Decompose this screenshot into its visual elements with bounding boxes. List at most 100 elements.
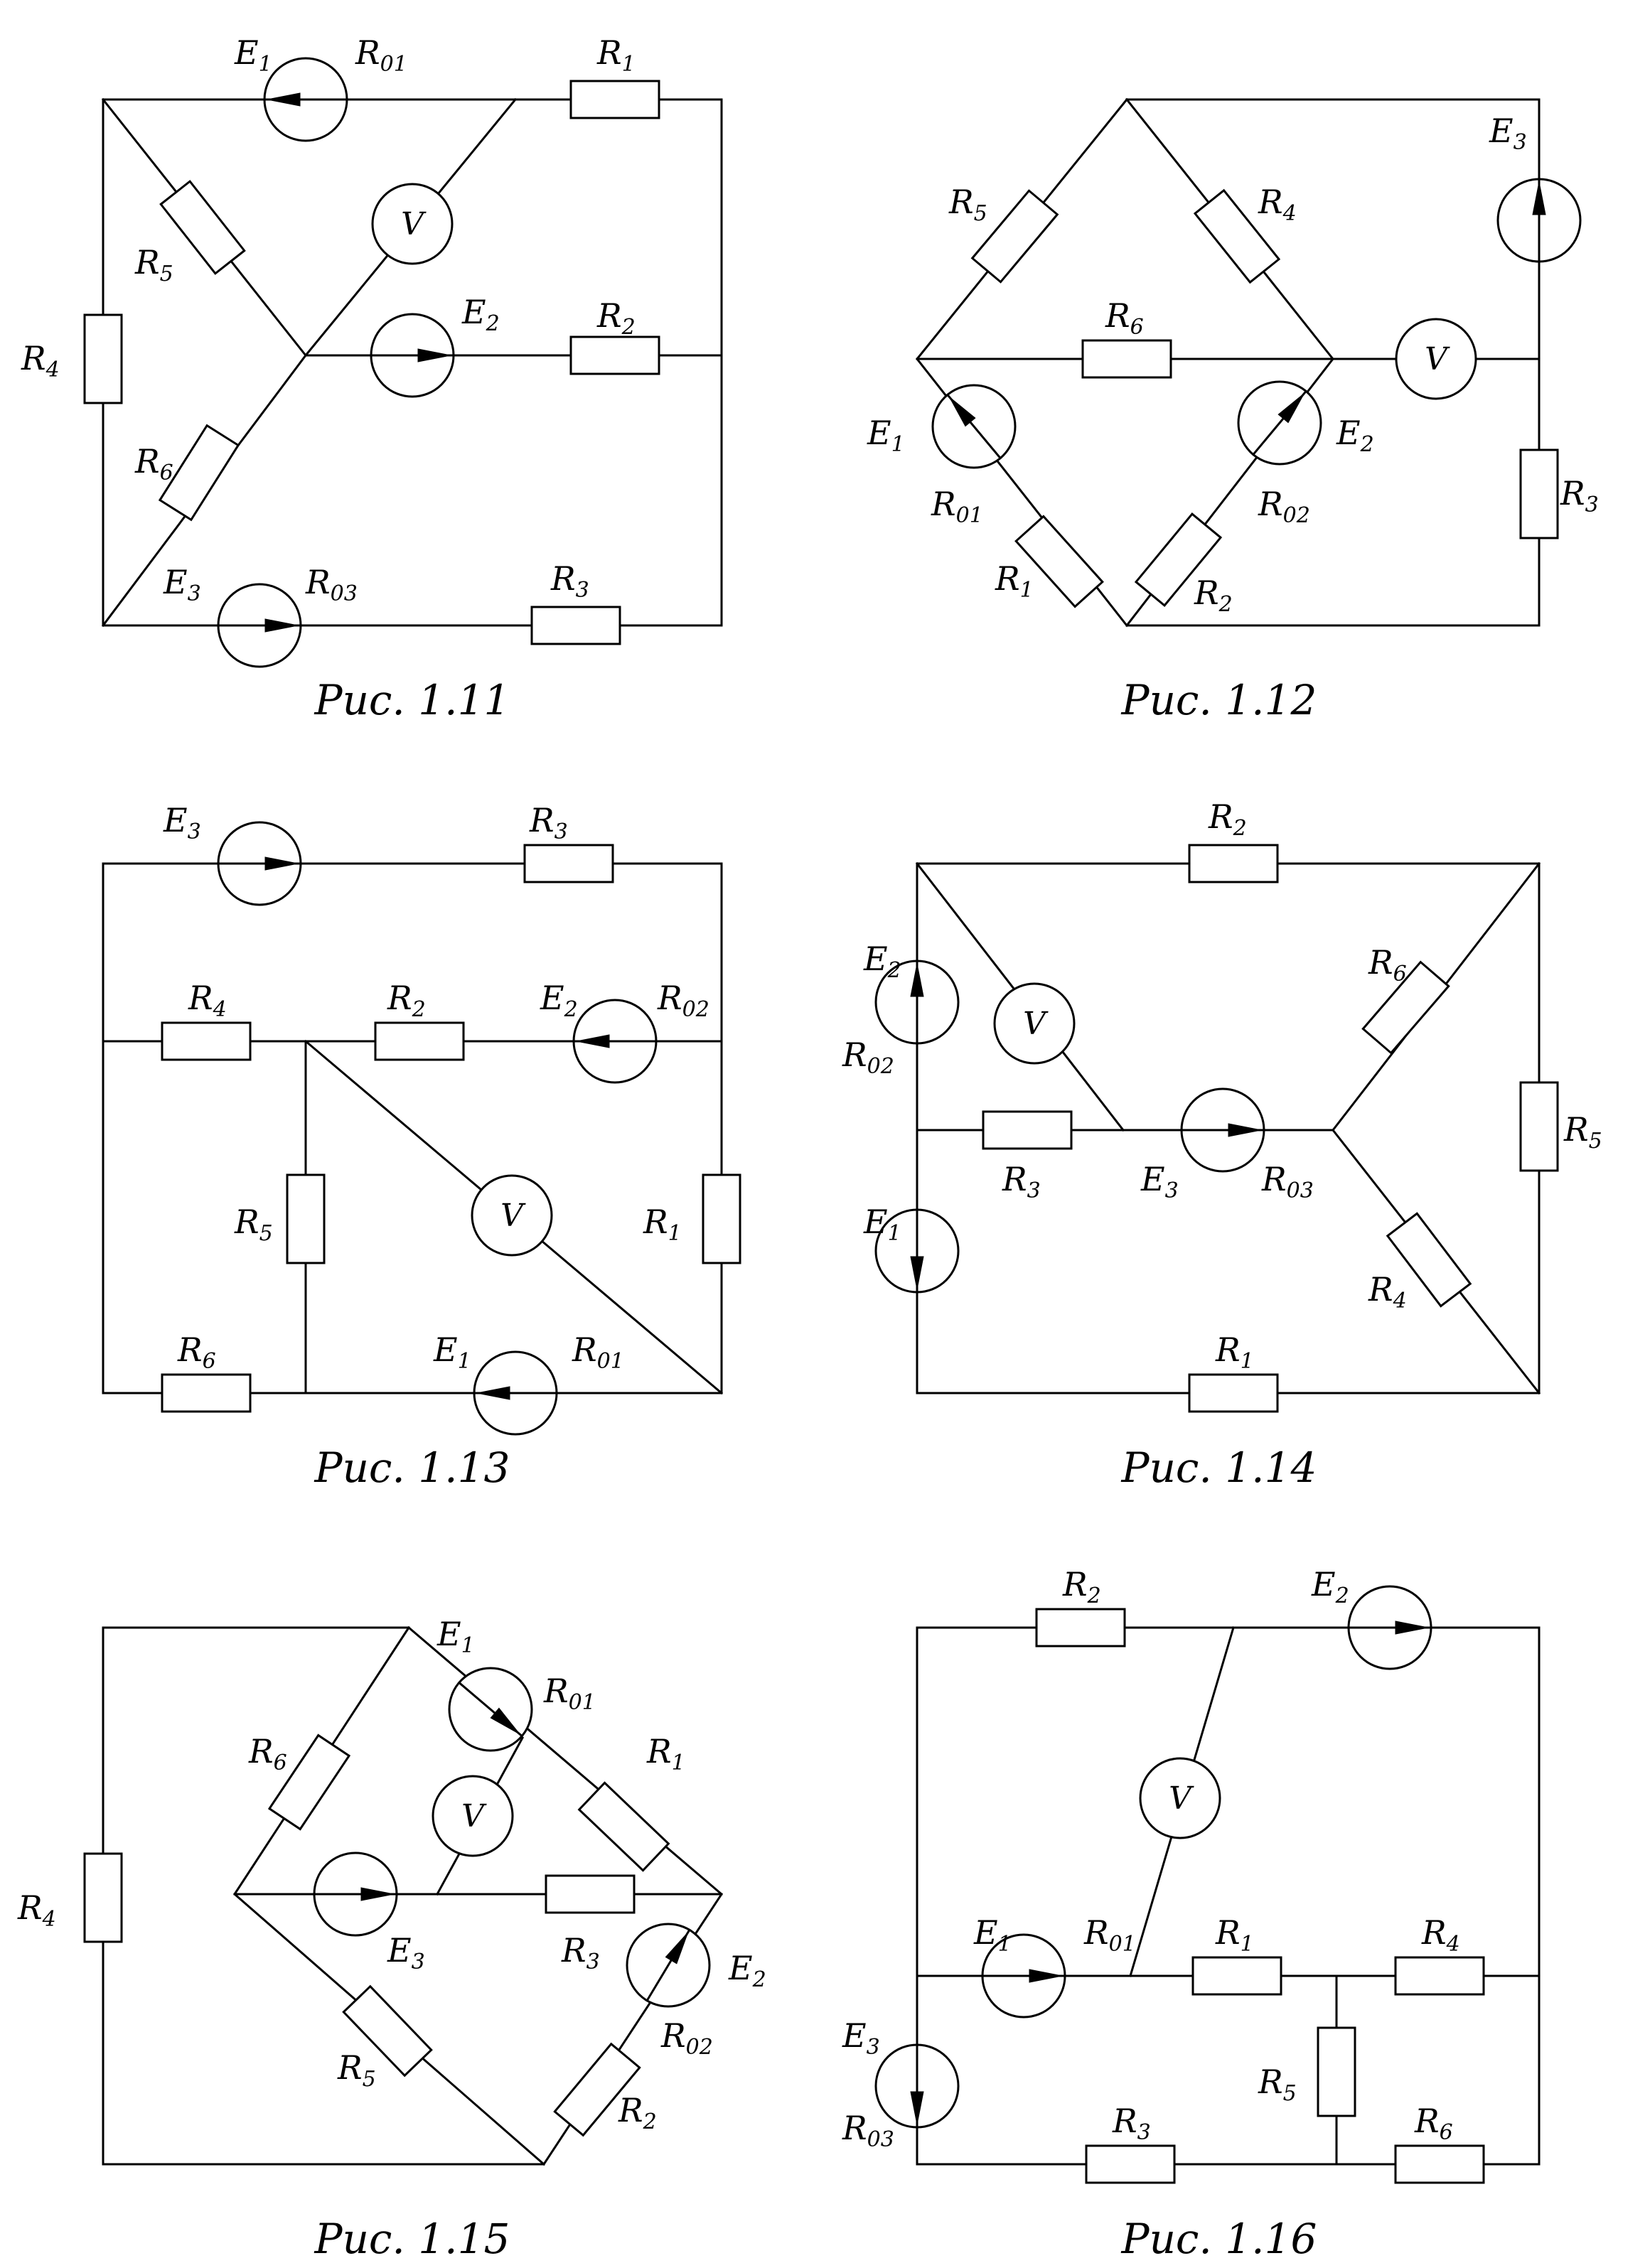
label-r3: R3	[1560, 474, 1599, 517]
voltmeter-label: V	[500, 1198, 526, 1234]
resistor-r1	[569, 80, 660, 119]
resistor-r5	[1519, 1081, 1559, 1172]
resistor-r5	[342, 1984, 433, 2078]
label-r2: R2	[618, 2091, 657, 2134]
voltmeter-circle	[1395, 318, 1477, 400]
source-e3	[1180, 1087, 1265, 1173]
source-e1	[473, 1350, 558, 1436]
voltmeter-label: V	[1425, 341, 1450, 377]
label-e3: E3	[387, 1931, 425, 1974]
voltmeter-circle	[993, 982, 1076, 1065]
voltmeter-label: V	[1023, 1006, 1049, 1042]
label-r1: R1	[646, 1732, 685, 1775]
voltmeter: V	[993, 982, 1076, 1065]
arrow-icon	[267, 92, 301, 107]
label-e3: E3	[163, 563, 201, 606]
caption-fig-1-14: Рис. 1.14	[1121, 1444, 1317, 1492]
label-r02: R02	[1258, 485, 1310, 528]
voltmeter-circle	[371, 183, 454, 265]
resistor-r4	[161, 1021, 252, 1061]
caption-fig-1-12: Рис. 1.12	[1121, 676, 1317, 724]
resistor-r1	[702, 1173, 741, 1264]
label-r6: R6	[1414, 2102, 1453, 2145]
voltmeter: V	[371, 183, 454, 265]
label-r5: R5	[234, 1203, 273, 1246]
label-r2: R2	[387, 979, 426, 1022]
arrow-icon	[1532, 181, 1546, 215]
source-e2	[1237, 380, 1322, 466]
resistor-r6	[1394, 2144, 1485, 2184]
label-r6: R6	[248, 1732, 287, 1775]
resistor-r3	[982, 1110, 1073, 1150]
label-r3: R3	[529, 801, 568, 844]
caption-fig-1-11: Рис. 1.11	[314, 676, 510, 724]
source-e2	[874, 960, 960, 1045]
resistor-r6	[158, 424, 240, 522]
arrow-icon	[1277, 393, 1305, 424]
label-r6: R6	[177, 1331, 216, 1374]
arrow-icon	[360, 1887, 395, 1901]
resistor-r5	[159, 180, 246, 275]
label-e1: E1	[867, 414, 905, 457]
source-e1	[931, 384, 1017, 469]
resistor-r5	[970, 189, 1059, 284]
resistor-r6	[267, 1734, 351, 1831]
resistor-r5	[1317, 2026, 1356, 2117]
wire	[1332, 861, 1541, 1395]
label-r5: R5	[337, 2048, 376, 2092]
label-r2: R2	[1062, 1565, 1101, 1608]
arrow-icon	[1228, 1123, 1262, 1137]
arrow-icon	[1029, 1969, 1063, 1983]
caption-fig-1-16: Рис. 1.16	[1121, 2215, 1317, 2263]
label-r2: R2	[1208, 797, 1247, 841]
source-e2	[572, 999, 658, 1084]
resistor-r2	[569, 335, 660, 375]
label-r02: R02	[660, 2016, 713, 2060]
caption-fig-1-15: Рис. 1.15	[314, 2215, 510, 2263]
label-r02: R02	[657, 979, 709, 1022]
label-r01: R01	[355, 33, 407, 77]
resistor-r1	[1014, 515, 1104, 608]
label-r03: R03	[1261, 1160, 1314, 1203]
arrow-icon	[910, 1256, 924, 1290]
source-e1	[263, 57, 348, 142]
label-e2: E2	[540, 979, 578, 1022]
label-r1: R1	[1215, 1331, 1254, 1374]
resistor-r1	[1188, 1373, 1279, 1413]
label-e1: E1	[973, 1913, 1012, 1957]
voltmeter-circle	[471, 1174, 553, 1257]
arrow-icon	[264, 618, 299, 633]
resistor-r2	[1035, 1608, 1126, 1648]
label-r4: R4	[17, 1888, 56, 1932]
voltmeter-circle	[1139, 1757, 1221, 1839]
voltmeter-circle	[432, 1775, 514, 1857]
resistor-r6	[1081, 339, 1172, 379]
label-e3: E3	[163, 801, 201, 844]
resistor-r4	[1386, 1212, 1472, 1308]
resistor-r1	[1191, 1956, 1282, 1996]
resistor-r5	[286, 1173, 326, 1264]
label-r3: R3	[1002, 1160, 1041, 1203]
label-r4: R4	[1258, 183, 1297, 226]
resistor-r2	[1188, 844, 1279, 883]
label-r01: R01	[572, 1331, 624, 1374]
label-r2: R2	[596, 296, 636, 340]
label-r1: R1	[596, 33, 636, 77]
arrow-icon	[1395, 1621, 1429, 1635]
source-e1	[448, 1667, 533, 1752]
label-r01: R01	[543, 1672, 596, 1715]
label-r5: R5	[948, 183, 987, 226]
label-e2: E2	[863, 940, 901, 983]
label-r4: R4	[1421, 1913, 1460, 1957]
arrow-icon	[476, 1386, 510, 1400]
frame	[1125, 98, 1541, 627]
resistor-r3	[523, 844, 614, 883]
label-r01: R01	[1083, 1913, 1136, 1957]
label-r6: R6	[134, 442, 173, 485]
label-e3: E3	[1489, 112, 1527, 155]
label-r01: R01	[931, 485, 983, 528]
resistor-r1	[577, 1781, 670, 1872]
label-r03: R03	[842, 2109, 894, 2152]
source-e2	[370, 313, 455, 398]
label-r1: R1	[643, 1203, 682, 1246]
